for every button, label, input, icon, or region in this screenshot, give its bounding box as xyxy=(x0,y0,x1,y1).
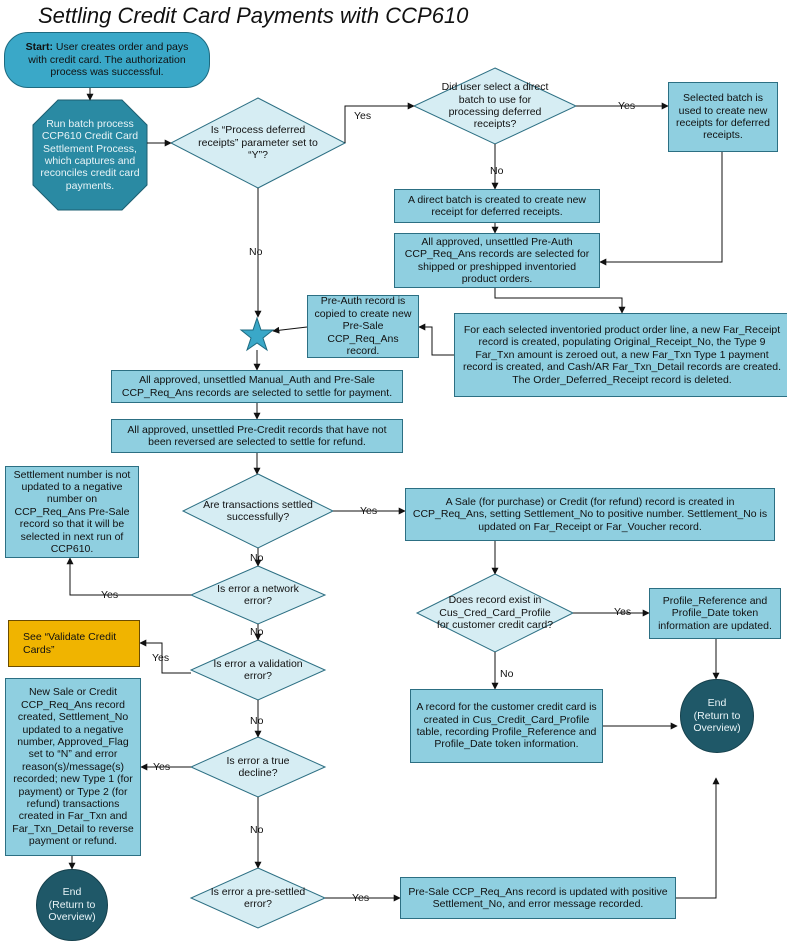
process-preauth-selected: All approved, unsettled Pre-Auth CCP_Req… xyxy=(394,233,600,288)
decision-pre-settled: Is error a pre-settled error? xyxy=(210,885,306,910)
process-preauth-copied: Pre-Auth record is copied to create new … xyxy=(307,295,419,358)
decision-settled-successfully: Are transactions settled successfully? xyxy=(203,498,313,523)
process-far-receipt: For each selected inventoried product or… xyxy=(454,313,787,397)
label-yes-network: Yes xyxy=(101,589,119,601)
label-yes-decline: Yes xyxy=(153,761,171,773)
start-label: Start: xyxy=(25,41,53,54)
label-yes-record: Yes xyxy=(614,606,632,618)
process-pre-credit: All approved, unsettled Pre-Credit recor… xyxy=(111,419,403,453)
process-selected-batch: Selected batch is used to create new rec… xyxy=(668,82,778,152)
decision-validation-error: Is error a validation error? xyxy=(213,657,303,682)
decision-direct-batch: Did user select a direct batch to use fo… xyxy=(441,81,549,131)
end-left-line2: (Return to Overview) xyxy=(48,898,96,924)
subprocess-validate-credit-cards: See “Validate Credit Cards” xyxy=(8,620,140,667)
end-right-text: End(Return to Overview) xyxy=(689,697,745,734)
edge-network-yes xyxy=(66,557,191,596)
end-left-text: End(Return to Overview) xyxy=(37,886,107,923)
label-no-deferred: No xyxy=(249,246,263,258)
batch-process-text: Run batch process CCP610 Credit Card Set… xyxy=(40,117,140,192)
edge-selected-preauth xyxy=(599,152,723,266)
label-no-record: No xyxy=(500,668,514,680)
label-yes-deferred: Yes xyxy=(354,110,372,122)
process-profile-updated: Profile_Reference and Profile_Date token… xyxy=(649,588,781,639)
end-right-line1: End xyxy=(707,697,727,710)
label-no-validation: No xyxy=(250,715,264,727)
end-right-line2: (Return to Overview) xyxy=(693,709,741,735)
decision-record-exists: Does record exist in Cus_Cred_Card_Profi… xyxy=(436,594,554,632)
process-sale-credit-created: A Sale (for purchase) or Credit (for ref… xyxy=(405,488,775,541)
label-no-settled: No xyxy=(250,552,264,564)
star-connector xyxy=(239,316,275,352)
start-text: Start: User creates order and pays with … xyxy=(15,41,199,78)
label-yes-direct: Yes xyxy=(618,100,636,112)
end-right: End(Return to Overview) xyxy=(680,679,754,753)
end-left: End(Return to Overview) xyxy=(36,869,108,941)
process-presale-updated: Pre-Sale CCP_Req_Ans record is updated w… xyxy=(400,877,676,919)
edge-preauth-farreceipt xyxy=(494,288,626,314)
process-settlement-not-updated: Settlement number is not updated to a ne… xyxy=(5,466,139,558)
edge-deferred-yes xyxy=(344,102,415,143)
label-yes-validation: Yes xyxy=(152,652,170,664)
label-no-direct: No xyxy=(490,165,504,177)
decision-network-error: Is error a network error? xyxy=(217,582,299,607)
process-profile-created: A record for the customer credit card is… xyxy=(410,689,603,763)
label-yes-presettled: Yes xyxy=(352,892,370,904)
edge-presale-end xyxy=(676,777,720,899)
batch-process-octagon xyxy=(32,99,148,211)
edge-farreceipt-copied xyxy=(418,323,454,356)
edge-validation-yes xyxy=(139,639,191,674)
decision-true-decline: Is error a true decline? xyxy=(226,754,290,779)
start-description: User creates order and pays with credit … xyxy=(28,41,189,79)
process-new-sale-credit: New Sale or Credit CCP_Req_Ans record cr… xyxy=(5,678,141,856)
process-manual-auth: All approved, unsettled Manual_Auth and … xyxy=(111,370,403,403)
decision-process-deferred: Is “Process deferred receipts” parameter… xyxy=(198,124,318,162)
label-no-network: No xyxy=(250,626,264,638)
page-title: Settling Credit Card Payments with CCP61… xyxy=(38,3,469,28)
decision-pre-settled-shape xyxy=(189,867,327,929)
start-node: Start: User creates order and pays with … xyxy=(4,32,210,88)
edge-copied-star xyxy=(272,326,308,334)
label-no-decline: No xyxy=(250,824,264,836)
label-yes-settled: Yes xyxy=(360,505,378,517)
end-left-line1: End xyxy=(62,886,82,899)
process-direct-batch-created: A direct batch is created to create new … xyxy=(394,189,600,223)
